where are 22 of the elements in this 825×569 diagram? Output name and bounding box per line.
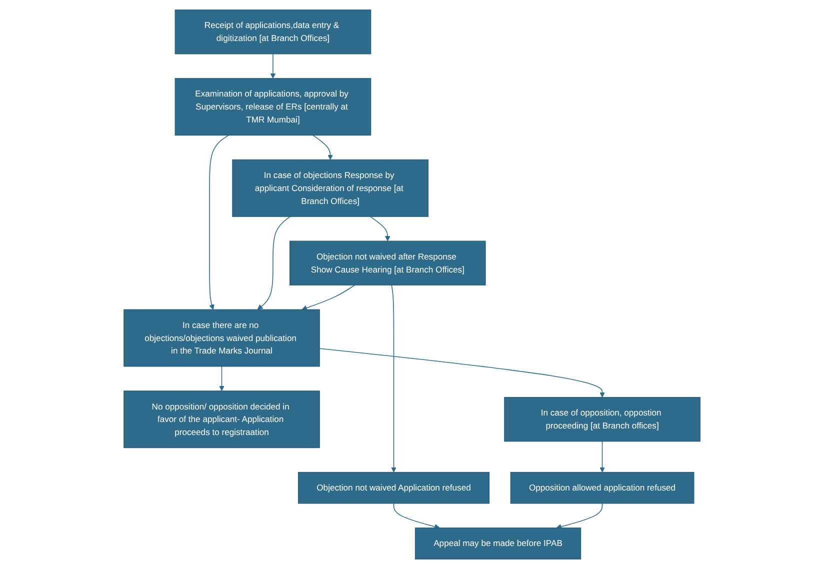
node-box: Opposition allowed application refused: [510, 472, 695, 504]
arrow: [394, 503, 440, 530]
arrow: [392, 284, 397, 472]
node-box: Objection not waived after Response Show Cause Hearing [at Branch Offices]: [290, 240, 486, 286]
arrow: [370, 216, 391, 242]
arrow: [556, 503, 604, 530]
arrow: [600, 440, 606, 472]
node-box: In case of opposition, oppostion proceeding [at Branch offices]: [504, 397, 701, 442]
arrow: [220, 366, 225, 392]
node-box: Objection not waived Application refused: [298, 472, 490, 504]
arrow: [302, 284, 356, 310]
node-box: Receipt of applications,data entry & digitization [at Branch Offices]: [175, 10, 372, 54]
arrow: [313, 134, 334, 160]
node-box: Appeal may be made before IPAB: [415, 528, 582, 560]
arrow: [270, 54, 276, 79]
node-box: No opposition/ opposition decided in favor of the applicant- Application proceeds to registraation: [124, 390, 320, 448]
arrow: [210, 134, 230, 310]
arrow: [258, 216, 292, 310]
arrow: [320, 348, 606, 398]
node-box: In case of objections Response by applicant Consideration of response [at Branch Offices]: [232, 159, 429, 217]
node-box: Examination of applications, approval by Supervisors, release of ERs [centrally at TMR Mumbai]: [175, 78, 372, 136]
node-box: In case there are no objections/objections waived publication in the Trade Marks Journal: [124, 309, 320, 367]
